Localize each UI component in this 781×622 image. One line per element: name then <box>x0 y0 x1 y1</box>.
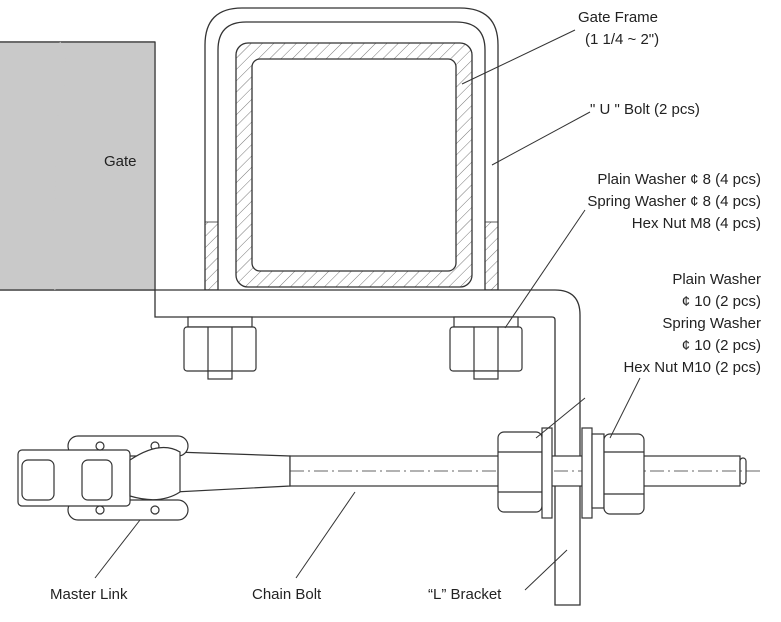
label-plain-washer-10-a: Plain Washer <box>672 271 761 288</box>
label-spring-washer-8: Spring Washer ¢ 8 (4 pcs) <box>587 193 761 210</box>
m8-nut-left <box>183 316 257 380</box>
m8-nut-right <box>449 316 523 380</box>
label-plain-washer-10-b: ¢ 10 (2 pcs) <box>681 293 761 310</box>
label-master-link: Master Link <box>50 586 128 603</box>
label-spring-washer-10-b: ¢ 10 (2 pcs) <box>681 337 761 354</box>
label-spring-washer-10-a: Spring Washer <box>662 315 761 332</box>
chain-bolt <box>174 451 760 493</box>
label-u-bolt: " U " Bolt (2 pcs) <box>590 101 700 118</box>
leader-lines <box>94 29 641 591</box>
label-plain-washer-8: Plain Washer ¢ 8 (4 pcs) <box>597 171 761 188</box>
m10-nut-inner <box>497 427 553 519</box>
l-bracket <box>154 289 581 606</box>
m10-nut-outer <box>581 427 645 519</box>
master-link <box>17 435 189 521</box>
label-chain-bolt: Chain Bolt <box>252 586 322 603</box>
label-gate-frame: Gate Frame <box>578 9 659 26</box>
label-gate: Gate <box>104 153 137 170</box>
label-l-bracket: “L” Bracket <box>428 586 502 603</box>
label-hex-nut-m8: Hex Nut M8 (4 pcs) <box>631 215 761 232</box>
label-gate-frame-size: (1 1/4 ~ 2") <box>585 31 660 48</box>
label-hex-nut-m10: Hex Nut M10 (2 pcs) <box>623 359 761 376</box>
